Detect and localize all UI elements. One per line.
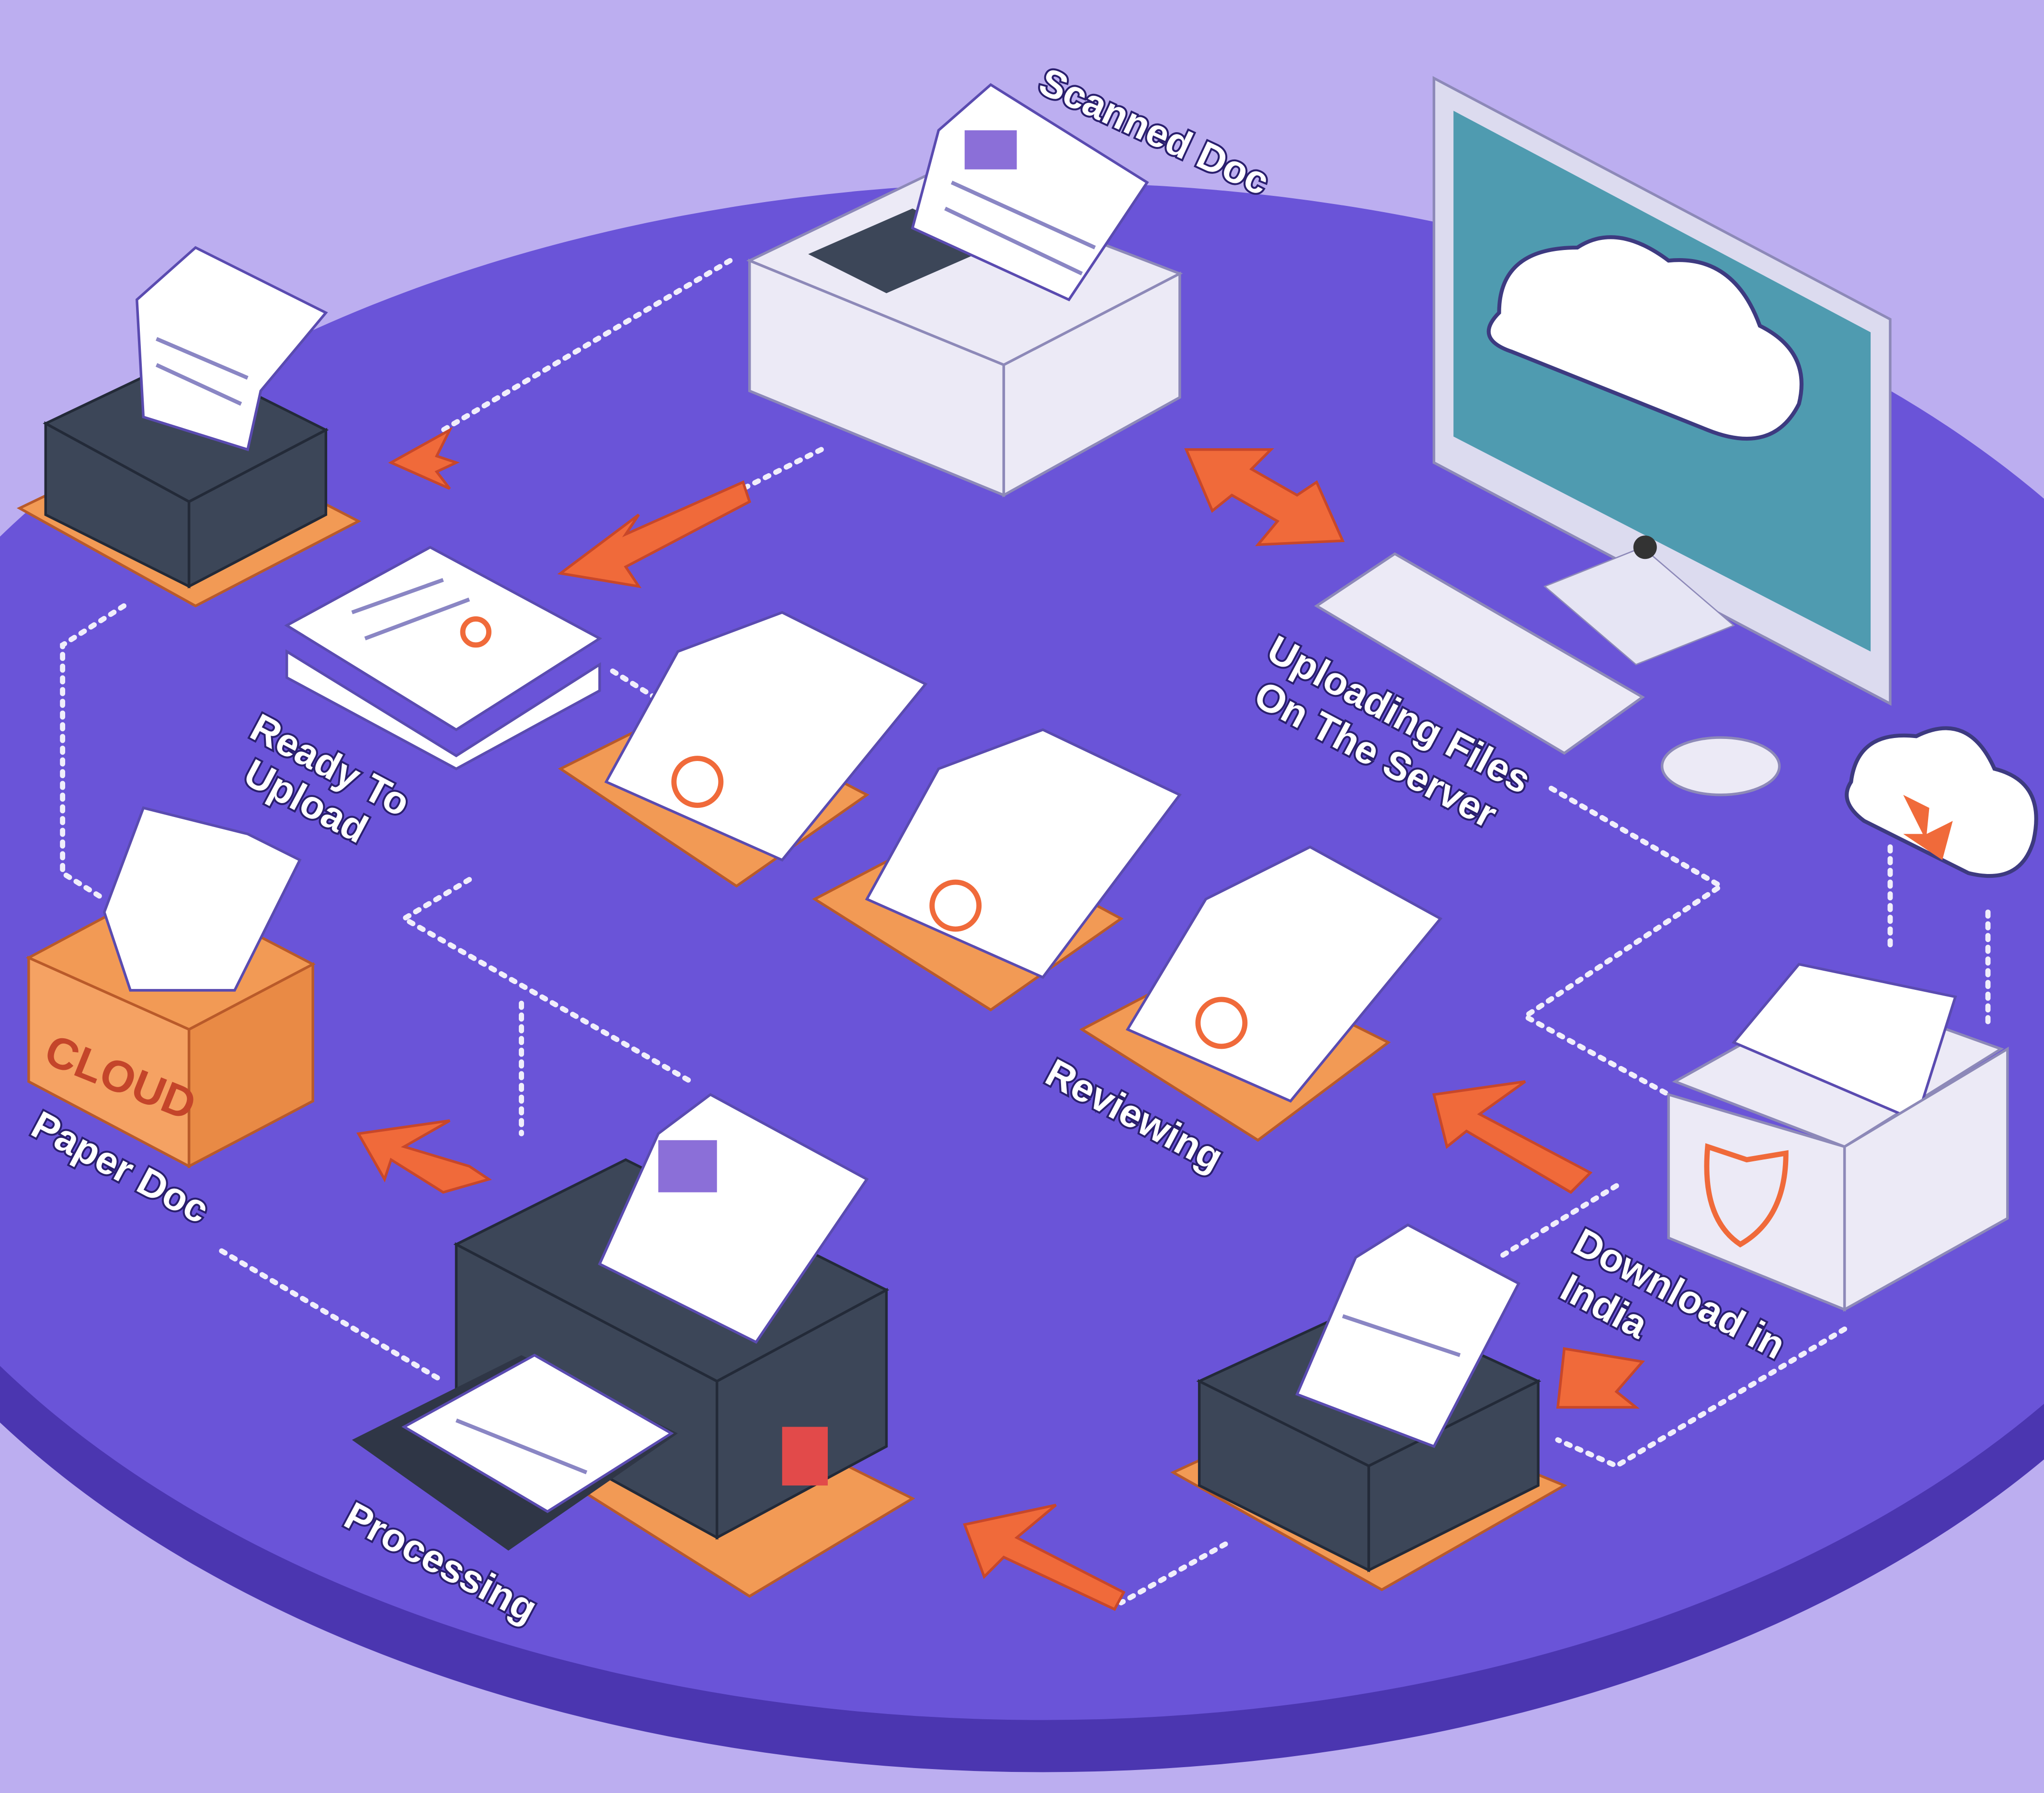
shield-icon [1704, 1143, 1789, 1248]
cloud-icon [1486, 235, 1804, 441]
tray-icon [812, 728, 1182, 1011]
flow-arrows [356, 427, 1645, 1611]
cloud-icon [1845, 726, 2038, 878]
arrow-icon [1556, 1347, 1645, 1409]
check-icon [1195, 997, 1248, 1049]
arrow-icon [356, 1119, 492, 1194]
arrow-icon [963, 1504, 1126, 1611]
download-icon [1903, 794, 1953, 860]
box-icon: CLOUD Paper Doc [23, 806, 316, 1234]
printer-icon [16, 246, 362, 608]
printer-icon [1170, 1223, 1567, 1591]
arrow-icon [1184, 448, 1345, 546]
arrow-icon [1432, 1080, 1593, 1194]
tray-icon [558, 611, 928, 888]
keyboard-icon [1314, 552, 1645, 755]
connector-lines [60, 258, 1991, 1606]
check-icon [671, 756, 724, 808]
arrow-icon [388, 427, 460, 490]
arrow-icon [557, 480, 752, 589]
scanner-icon: Scanned Doc [746, 57, 1278, 498]
mouse-icon [1660, 736, 1781, 796]
check-icon [929, 879, 982, 932]
